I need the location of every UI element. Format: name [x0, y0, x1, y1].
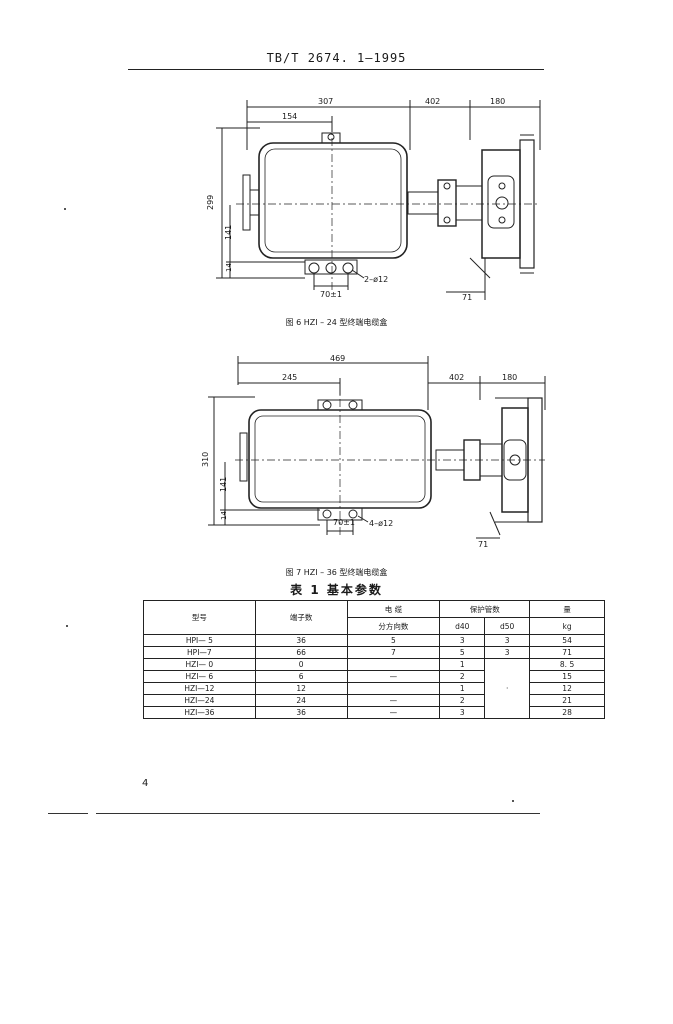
figure-7-caption: 图 7 HZI – 36 型终端电缆盒: [285, 568, 388, 577]
cell-d50: 3: [484, 634, 531, 647]
cell-cable: 7: [346, 646, 441, 659]
cell-model: HZI— 0: [143, 658, 256, 671]
fig6-dim-71: 71: [462, 293, 472, 302]
cell-terminals: 0: [254, 658, 348, 671]
header-d50: d50: [484, 617, 531, 635]
fig7-dim-14: 14: [220, 511, 228, 520]
fig6-dim-402: 402: [425, 97, 440, 106]
cell-model: HZI—12: [143, 682, 256, 695]
header-model: 型号: [143, 600, 256, 635]
fig6-dim-70: 70±1: [320, 290, 342, 299]
cell-weight: 54: [529, 634, 605, 647]
cell-d40: 2: [439, 670, 486, 683]
cell-terminals: 66: [254, 646, 348, 659]
fig6-dim-299: 299: [206, 195, 215, 210]
table-row: HPI— 5 36 5 3 3 54: [143, 634, 605, 647]
fig7-hole-callout: 4–ø12: [369, 519, 393, 528]
cell-cable: —: [346, 694, 441, 707]
cell-d40: 1: [439, 658, 486, 671]
fig6-dim-307: 307: [318, 97, 333, 106]
footer-rule: [96, 813, 540, 814]
cell-d40: 1: [439, 682, 486, 695]
cell-weight: 28: [529, 706, 605, 719]
header-d40: d40: [439, 617, 486, 635]
cell-weight: 15: [529, 670, 605, 683]
cell-cable: 5: [346, 634, 441, 647]
fig7-dim-402: 402: [449, 373, 464, 382]
figure-7-drawing: 469 245 402 180 310 141 14 70±1 4–ø12 71: [201, 354, 546, 549]
parameters-table: 型号 端子数 电 缆 保护管数 量 分方向数 d40 d50 kg HPI— 5…: [143, 600, 605, 719]
cell-terminals: 6: [254, 670, 348, 683]
page-number: 4: [142, 778, 149, 789]
cell-weight: 12: [529, 682, 605, 695]
table-title: 表 1 基本参数: [290, 583, 383, 597]
cell-terminals: 24: [254, 694, 348, 707]
cell-d40: 2: [439, 694, 486, 707]
cell-terminals: 12: [254, 682, 348, 695]
table-row: HZI—24 24 — 2 21: [143, 694, 605, 707]
scan-speck: [512, 800, 514, 802]
cell-model: HZI—24: [143, 694, 256, 707]
footer-rule-left: [48, 813, 88, 814]
cell-cable: [346, 682, 441, 695]
cell-d50: ·: [484, 658, 531, 719]
cell-d50: 3: [484, 646, 531, 659]
table-row: HZI—36 36 — 3 28: [143, 706, 605, 719]
fig7-dim-71: 71: [478, 540, 488, 549]
cell-cable: [346, 658, 441, 671]
fig7-dim-310: 310: [201, 452, 210, 467]
cell-cable: —: [346, 670, 441, 683]
header-weight: 量: [529, 600, 605, 618]
cell-model: HPI—7: [143, 646, 256, 659]
cell-d40: 3: [439, 634, 486, 647]
cell-model: HZI—36: [143, 706, 256, 719]
header-rule: [128, 69, 544, 70]
cell-d40: 3: [439, 706, 486, 719]
header-pipe: 保护管数: [439, 600, 531, 618]
fig7-dim-70: 70±1: [333, 518, 355, 527]
fig7-dim-180: 180: [502, 373, 517, 382]
fig6-dim-154: 154: [282, 112, 297, 121]
header-cable: 电 缆: [346, 600, 441, 618]
table-row: HZI—12 12 1 12: [143, 682, 605, 695]
scan-speck: [64, 208, 66, 210]
fig7-dim-141: 141: [219, 477, 228, 492]
cell-cable: —: [346, 706, 441, 719]
header-weight-unit: kg: [529, 617, 605, 635]
fig7-dim-245: 245: [282, 373, 297, 382]
fig6-dim-141: 141: [224, 225, 233, 240]
figure-6-caption: 图 6 HZI – 24 型终端电缆盒: [285, 318, 388, 327]
standard-code: TB/T 2674. 1—1995: [266, 51, 407, 65]
cell-weight: 8. 5: [529, 658, 605, 671]
header-cable-sub: 分方向数: [346, 617, 441, 635]
cell-terminals: 36: [254, 634, 348, 647]
cell-terminals: 36: [254, 706, 348, 719]
cell-weight: 71: [529, 646, 605, 659]
fig6-dim-14: 14: [225, 263, 233, 272]
fig7-dim-469: 469: [330, 354, 345, 363]
cell-weight: 21: [529, 694, 605, 707]
table-row: HZI— 0 0 1 · 8. 5: [143, 658, 605, 719]
header-terminals: 端子数: [254, 600, 348, 635]
cell-model: HPI— 5: [143, 634, 256, 647]
cell-model: HZI— 6: [143, 670, 256, 683]
scan-speck: [66, 625, 68, 627]
table-row: HZI— 6 6 — 2 15: [143, 670, 605, 683]
cell-d40: 5: [439, 646, 486, 659]
table-row: HPI—7 66 7 5 3 71: [143, 646, 605, 659]
figure-6-drawing: 307 154 402 180 299 141 14 70±1 2–ø12 71: [206, 97, 541, 302]
fig6-dim-180: 180: [490, 97, 505, 106]
fig6-hole-callout: 2–ø12: [364, 275, 388, 284]
